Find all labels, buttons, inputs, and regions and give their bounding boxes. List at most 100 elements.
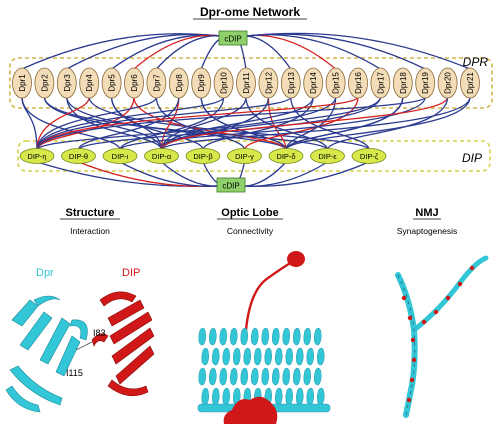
neuron-column [285,387,293,406]
dip-node-label: DIP-δ [276,152,295,161]
dpr-node-label: Dpr6 [130,74,139,92]
bouton [410,337,416,343]
dpr-node: Dpr8 [168,67,189,99]
bouton [421,319,427,325]
dpr-node: Dpr14 [303,67,324,99]
hub-edge [232,32,471,70]
neuron-column [250,367,259,386]
neuron-column [208,327,217,346]
dpr-node-label: Dpr1 [18,74,27,92]
dip-node-label: DIP-η [27,152,46,161]
hub-edge [36,161,232,187]
dpr-node: Dpr17 [370,67,391,99]
dpr-node-label: Dpr15 [332,72,341,94]
panel-nmj-title: NMJ [415,207,438,219]
network-edge [160,96,382,151]
hub-edge [21,33,234,70]
dip-protein-label: DIP [122,267,140,279]
network-edge [160,96,180,151]
hub-top-node: cDIP [218,30,248,46]
panel-optic-title: Optic Lobe [221,207,278,219]
dip-node: DIP-α [144,148,179,164]
dpr-node: Dpr19 [415,67,436,99]
network-edge [36,96,426,151]
hub-edge [230,161,370,187]
dpr-node-label: Dpr13 [287,72,296,94]
dpr-node: Dpr12 [258,67,279,99]
bouton [445,295,451,301]
dpr-node: Dpr4 [79,67,100,99]
dip-node: DIP-θ [61,148,96,164]
dpr-node-label: Dpr3 [63,74,72,92]
dpr-node: Dpr9 [191,67,212,99]
neuron-column [292,327,301,346]
network-edge [160,96,471,151]
hub-top-label: cDIP [224,35,241,44]
dpr-node: Dpr18 [392,67,413,99]
dip-node-label: DIP-ζ [360,152,379,161]
network-edge [202,96,314,151]
network-edge [326,96,449,151]
dpr-node: Dpr7 [146,67,167,99]
bouton [406,397,412,403]
dip-group-box [17,140,491,172]
residue-label-i83: I83 [93,328,106,338]
dpr-node-label: Dpr8 [175,74,184,92]
dpr-node-label: Dpr7 [152,74,161,92]
bouton [433,309,439,315]
neuron-column [240,367,248,386]
dip-node-label: DIP-α [152,152,172,161]
dip-node: DIP-β [185,148,221,164]
neuron-column [271,327,280,346]
dip-node: DIP-ι [102,148,138,164]
neuron-column [306,347,314,366]
dpr-group-label: DPR [463,55,489,69]
dpr-node: Dpr2 [34,67,55,99]
dpr-node: Dpr15 [325,67,346,99]
hub-bottom-node: cDIP [216,177,246,193]
dpr-node-label: Dpr14 [309,72,318,94]
dpr-node-label: Dpr21 [466,72,475,94]
dpr-node: Dpr10 [213,67,234,99]
network-edge [77,96,180,151]
neuron-column [306,387,314,406]
dip-node-label: DIP-θ [69,152,88,161]
neuron-column [303,367,311,386]
bouton [401,295,407,301]
neuron-column [261,327,269,346]
dpr-node-label: Dpr20 [444,72,453,94]
network-edge [133,96,287,151]
dip-node: DIP-ζ [351,148,387,164]
neuron-column [219,327,227,346]
neuron-column [264,347,272,366]
network-edge [21,96,121,151]
neuron-column [211,387,220,406]
dpr-node: Dpr11 [236,67,256,99]
network-edge [119,96,426,151]
panel-nmj-subtitle: Synaptogenesis [397,226,458,236]
bouton [409,377,415,383]
dpr-node-label: Dpr18 [399,72,408,94]
network-edge [160,96,449,151]
dpr-node: Dpr5 [101,67,122,99]
dpr-node: Dpr6 [124,67,144,99]
panel-structure-header: Structure Interaction [60,207,120,236]
neuron-column [274,387,283,406]
dpr-node-label: Dpr5 [108,74,117,92]
network-edge [36,96,292,151]
network-edge [119,96,225,151]
dpr-protein-label: Dpr [36,267,54,279]
bouton [457,281,463,287]
dpr-node-label: Dpr12 [264,72,273,94]
neuron-column [316,387,325,406]
bouton [407,315,413,321]
neuron-column [219,367,227,386]
dpr-node: Dpr21 [460,67,480,99]
neuron-column [243,347,251,366]
residue-label-i115: I115 [66,368,83,378]
neuron-column [295,347,304,366]
network-edge [285,96,471,151]
panel-nmj-header: NMJ Synaptogenesis [397,207,458,236]
dpr-ribbon [5,295,88,413]
